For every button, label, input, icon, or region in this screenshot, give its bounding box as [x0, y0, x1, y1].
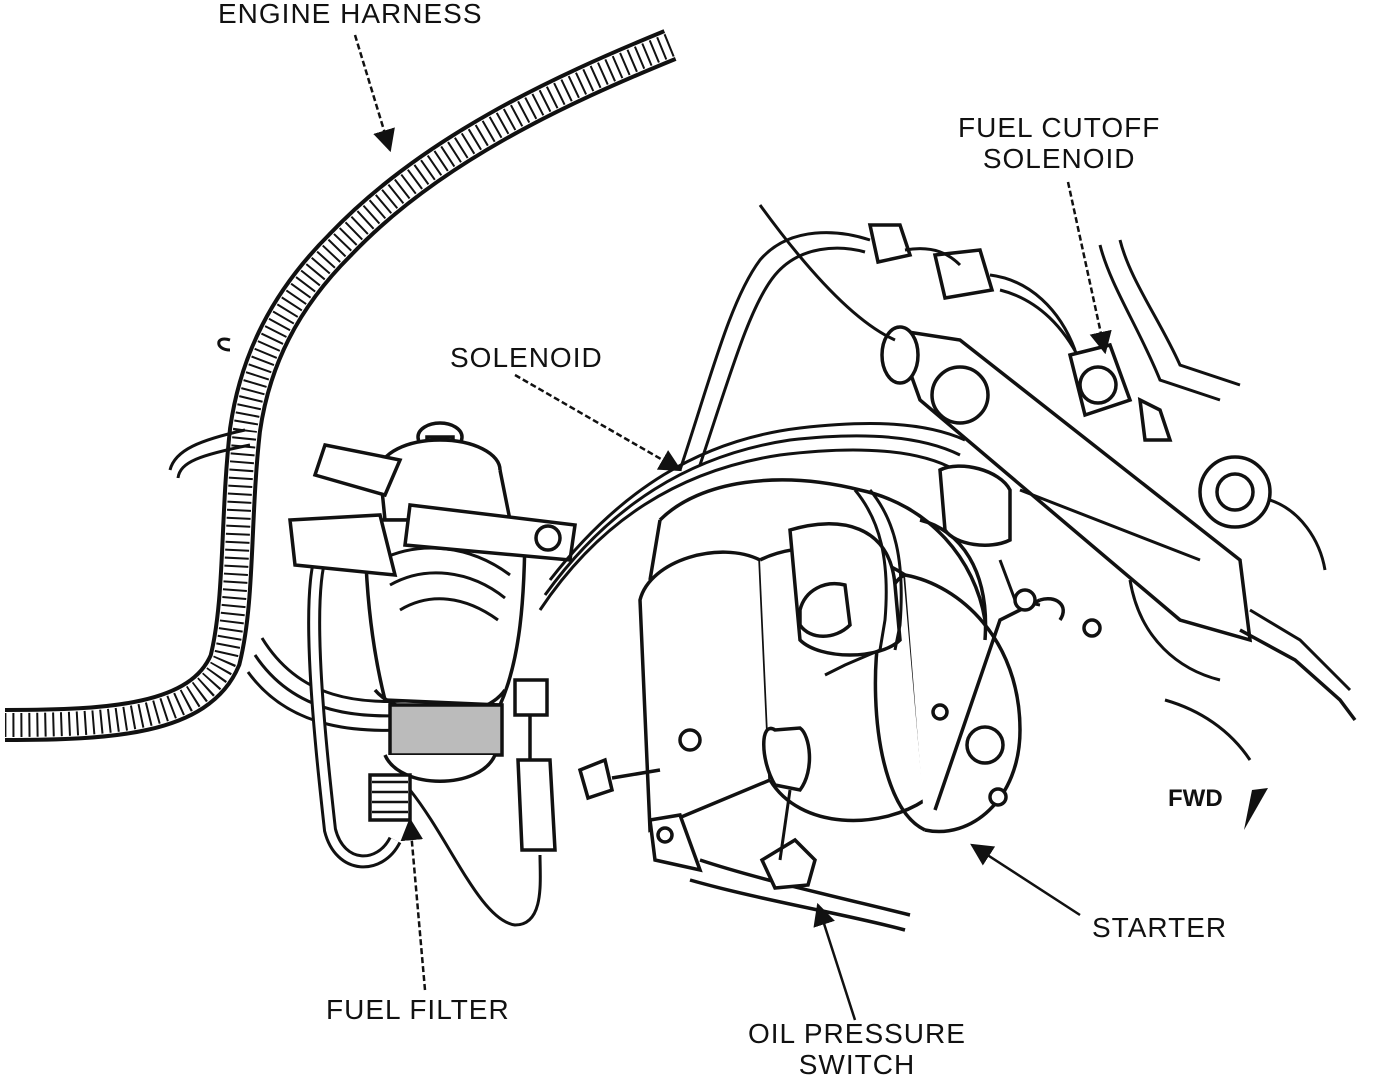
oil-pressure-switch-leader [813, 902, 857, 1021]
oil-pressure-switch-label: OIL PRESSURE SWITCH [748, 1018, 966, 1081]
fuel-filter [288, 421, 577, 927]
fuel-cutoff-solenoid-label-line1: FUEL CUTOFF [958, 112, 1161, 143]
fuel-cutoff-solenoid-leader [1066, 181, 1112, 355]
engine-harness-label: ENGINE HARNESS [218, 0, 483, 29]
solenoid-label: SOLENOID [450, 342, 603, 373]
starter [577, 478, 1102, 932]
fwd-arrow-icon [1244, 788, 1268, 830]
fwd-label: FWD [1168, 785, 1223, 812]
starter-label: STARTER [1092, 912, 1228, 943]
leader-lines [353, 34, 1112, 1021]
solenoid-leader [514, 373, 682, 472]
fuel-cutoff-solenoid [758, 204, 1357, 761]
engine-harness [4, 29, 677, 742]
oil-pressure-switch-label-line1: OIL PRESSURE [748, 1018, 966, 1049]
fuel-cutoff-solenoid-label-line2: SOLENOID [982, 143, 1136, 175]
starter-leader [970, 843, 1081, 917]
fuel-filter-leader [400, 817, 427, 991]
solenoid-wiring [538, 231, 966, 677]
fuel-cutoff-solenoid-label: FUEL CUTOFF SOLENOID [958, 112, 1160, 175]
fuel-filter-label: FUEL FILTER [326, 994, 510, 1025]
oil-pressure-switch [759, 789, 817, 890]
engine-harness-leader [353, 34, 395, 153]
oil-pressure-switch-label-line2: SWITCH [798, 1049, 916, 1081]
